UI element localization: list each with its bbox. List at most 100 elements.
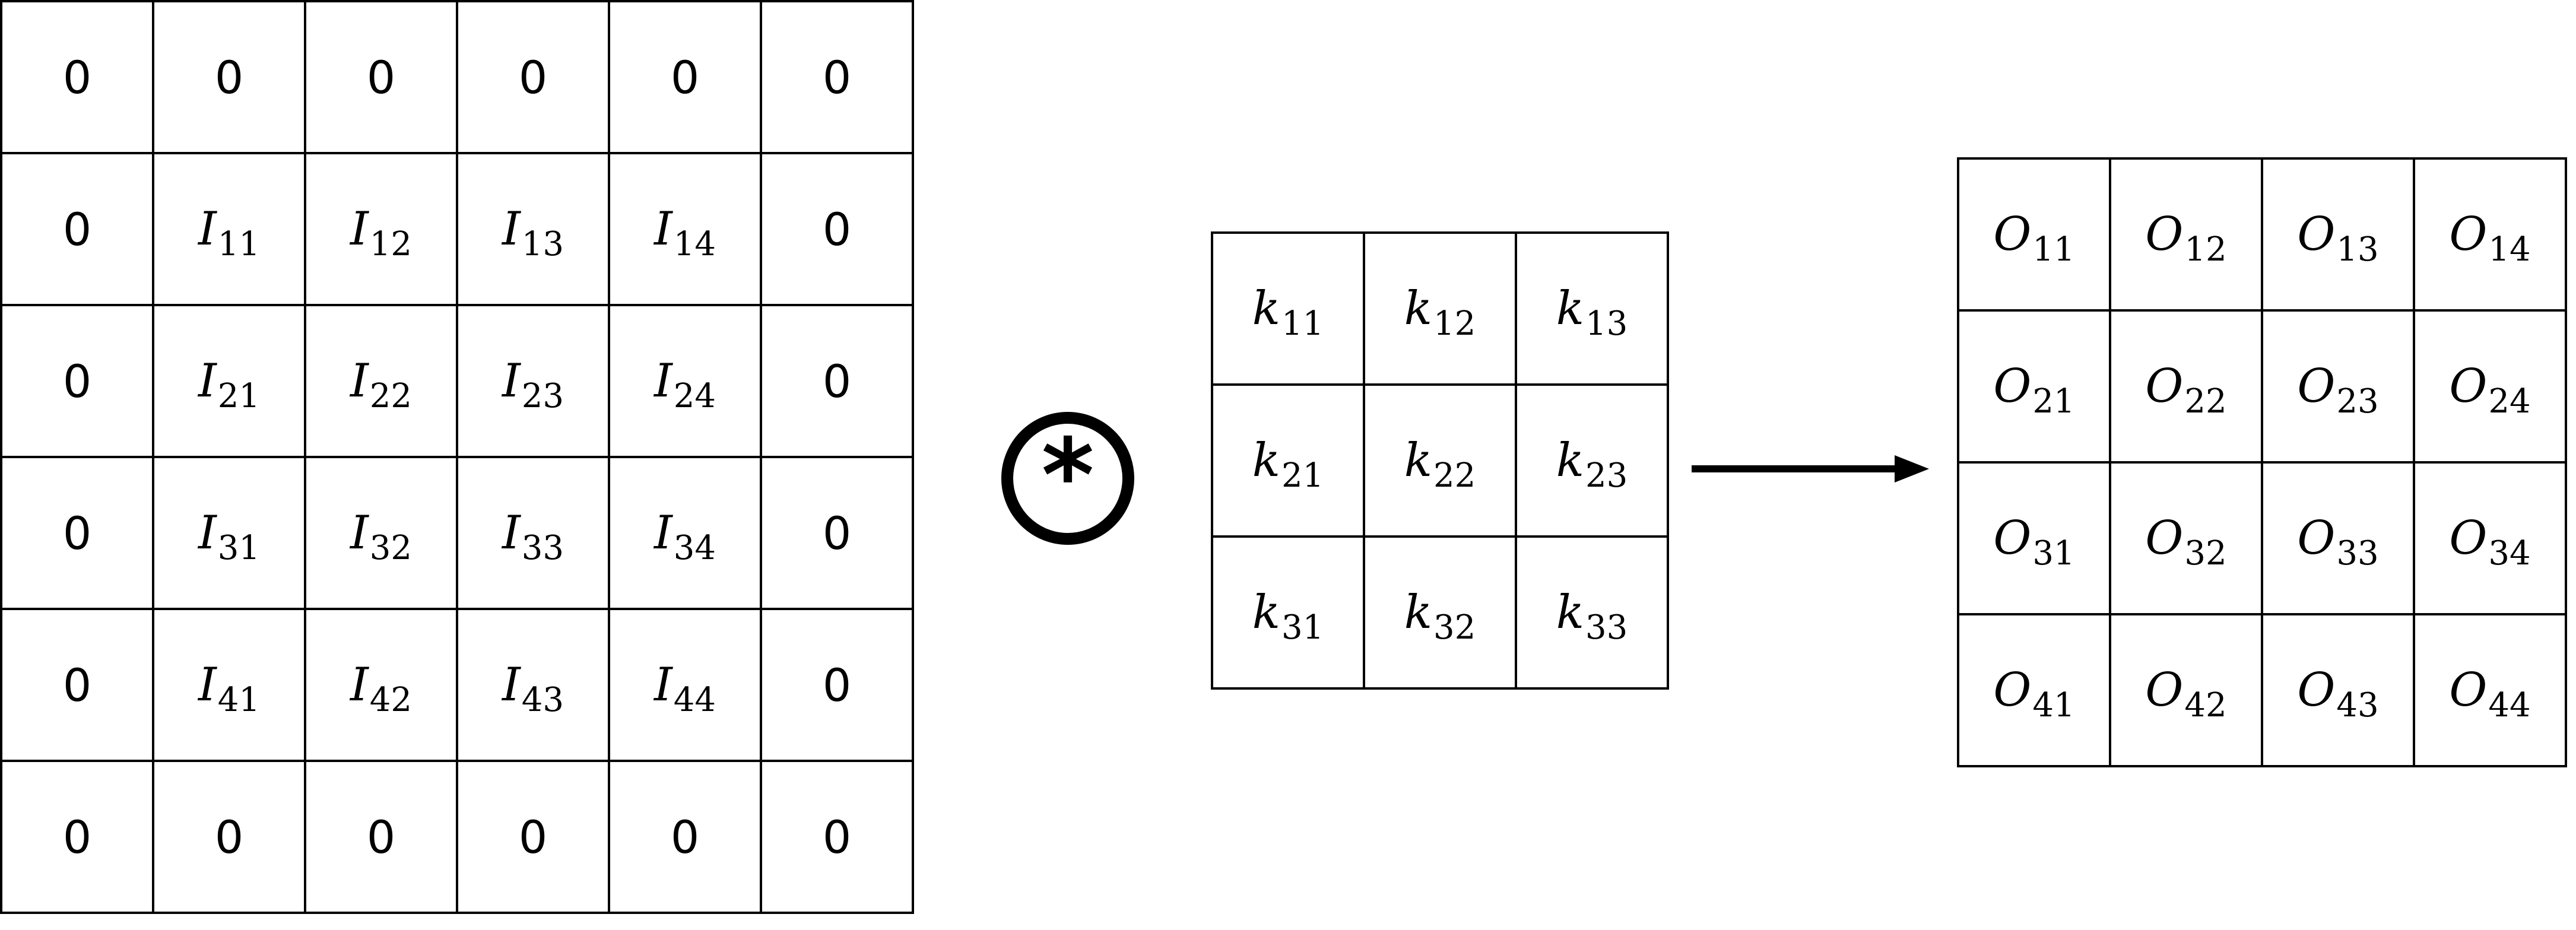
symbol-base: I bbox=[502, 658, 521, 712]
symbol-subscript: 22 bbox=[369, 377, 413, 415]
input-cell: 0 bbox=[760, 304, 914, 458]
symbol-subscript: 33 bbox=[1585, 608, 1628, 647]
input-cell: 0 bbox=[304, 760, 458, 914]
input-cell: 0 bbox=[0, 760, 154, 914]
symbol-base: I bbox=[502, 354, 521, 408]
input-cell: 0 bbox=[608, 0, 762, 154]
kernel-cell: k11 bbox=[1211, 231, 1365, 386]
symbol-base: O bbox=[2297, 360, 2336, 413]
cell-value: 0 bbox=[366, 50, 396, 104]
symbol-base: I bbox=[198, 658, 217, 712]
cell-symbol: k13 bbox=[1556, 282, 1628, 343]
input-cell: 0 bbox=[760, 152, 914, 306]
cell-symbol: O12 bbox=[2145, 208, 2226, 269]
symbol-base: k bbox=[1404, 434, 1432, 487]
output-cell: O24 bbox=[2413, 309, 2567, 464]
symbol-base: O bbox=[1993, 360, 2032, 413]
cell-symbol: I12 bbox=[350, 202, 412, 264]
symbol-subscript: 44 bbox=[2488, 686, 2531, 725]
cell-symbol: O34 bbox=[2449, 512, 2530, 573]
input-cell: I33 bbox=[456, 456, 610, 610]
symbol-base: O bbox=[2449, 512, 2488, 565]
symbol-base: I bbox=[653, 658, 672, 712]
right-arrow-icon bbox=[1692, 455, 1929, 483]
cell-value: 0 bbox=[822, 202, 852, 256]
output-cell: O21 bbox=[1957, 309, 2111, 464]
input-cell: 0 bbox=[760, 456, 914, 610]
symbol-base: O bbox=[2145, 360, 2184, 413]
input-cell: I21 bbox=[152, 304, 306, 458]
input-cell: I23 bbox=[456, 304, 610, 458]
symbol-base: k bbox=[1252, 282, 1280, 335]
symbol-base: O bbox=[2145, 512, 2184, 565]
symbol-base: O bbox=[2297, 208, 2336, 261]
cell-symbol: I24 bbox=[654, 354, 716, 415]
symbol-subscript: 32 bbox=[369, 529, 413, 567]
input-cell: 0 bbox=[760, 760, 914, 914]
symbol-base: O bbox=[1993, 664, 2032, 717]
cell-symbol: O21 bbox=[1993, 360, 2074, 421]
symbol-base: I bbox=[653, 506, 672, 560]
symbol-subscript: 33 bbox=[521, 529, 564, 567]
cell-value: 0 bbox=[62, 506, 92, 560]
symbol-subscript: 23 bbox=[1585, 456, 1628, 495]
input-cell: I31 bbox=[152, 456, 306, 610]
symbol-base: k bbox=[1556, 434, 1584, 487]
symbol-base: O bbox=[2297, 512, 2336, 565]
cell-value: 0 bbox=[822, 50, 852, 104]
input-cell: 0 bbox=[0, 304, 154, 458]
kernel-cell: k31 bbox=[1211, 535, 1365, 690]
symbol-subscript: 34 bbox=[2488, 534, 2531, 573]
output-cell: O31 bbox=[1957, 461, 2111, 615]
input-cell: 0 bbox=[152, 0, 306, 154]
cell-value: 0 bbox=[214, 810, 244, 864]
cell-value: 0 bbox=[62, 50, 92, 104]
kernel-cell: k12 bbox=[1363, 231, 1517, 386]
symbol-base: O bbox=[1993, 208, 2032, 261]
symbol-subscript: 32 bbox=[1433, 608, 1476, 647]
output-cell: O34 bbox=[2413, 461, 2567, 615]
cell-symbol: I34 bbox=[653, 506, 716, 567]
cell-symbol: k32 bbox=[1404, 586, 1476, 647]
symbol-base: I bbox=[198, 354, 217, 408]
cell-value: 0 bbox=[822, 658, 852, 712]
symbol-subscript: 11 bbox=[217, 225, 261, 264]
cell-symbol: I43 bbox=[502, 658, 564, 719]
output-cell: O11 bbox=[1957, 157, 2111, 312]
input-cell: I43 bbox=[456, 608, 610, 762]
cell-value: 0 bbox=[214, 50, 244, 104]
symbol-subscript: 34 bbox=[673, 529, 716, 567]
input-cell: 0 bbox=[760, 0, 914, 154]
arrow-head bbox=[1895, 455, 1929, 483]
cell-symbol: k23 bbox=[1556, 434, 1628, 495]
cell-symbol: I22 bbox=[350, 354, 412, 415]
symbol-base: I bbox=[502, 202, 521, 256]
input-cell: 0 bbox=[304, 0, 458, 154]
symbol-subscript: 21 bbox=[217, 377, 261, 415]
symbol-subscript: 24 bbox=[2488, 382, 2531, 421]
input-cell: 0 bbox=[0, 0, 154, 154]
cell-symbol: I11 bbox=[198, 202, 260, 264]
symbol-base: I bbox=[350, 658, 369, 712]
cell-symbol: I44 bbox=[653, 658, 716, 719]
cell-symbol: O33 bbox=[2297, 512, 2378, 573]
symbol-subscript: 22 bbox=[2184, 382, 2227, 421]
symbol-subscript: 43 bbox=[521, 681, 564, 719]
cell-symbol: I13 bbox=[502, 202, 564, 264]
cell-symbol: k22 bbox=[1404, 434, 1476, 495]
output-cell: O13 bbox=[2261, 157, 2415, 312]
symbol-subscript: 43 bbox=[2336, 686, 2379, 725]
cell-value: 0 bbox=[62, 658, 92, 712]
kernel-cell: k33 bbox=[1515, 535, 1669, 690]
kernel-row: k31 k32 k33 bbox=[1211, 535, 1669, 690]
cell-symbol: O22 bbox=[2145, 360, 2226, 421]
symbol-base: O bbox=[2145, 208, 2184, 261]
symbol-subscript: 14 bbox=[2488, 230, 2531, 269]
cell-symbol: I21 bbox=[198, 354, 260, 415]
cell-symbol: I31 bbox=[198, 506, 260, 567]
cell-value: 0 bbox=[670, 810, 700, 864]
